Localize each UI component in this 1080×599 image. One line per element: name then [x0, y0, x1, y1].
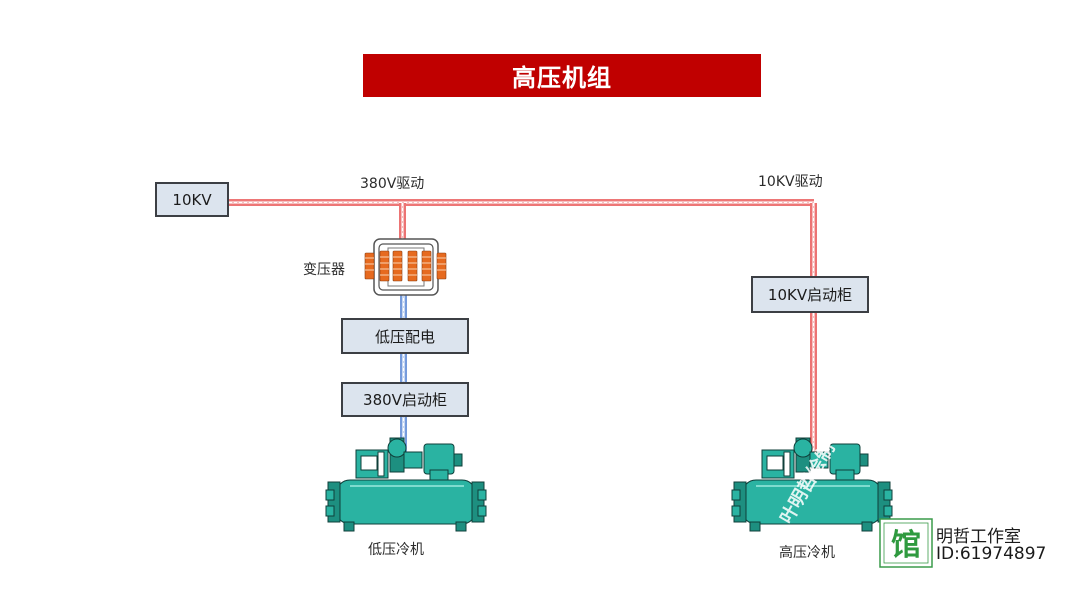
watermark-studio-name: 明哲工作室: [936, 527, 1021, 547]
high-voltage-chiller-icon: [731, 437, 893, 532]
page-title: 高压机组: [363, 54, 761, 97]
transformer-icon: [364, 238, 447, 296]
high-voltage-chiller-label: 高压冷机: [779, 545, 835, 561]
right-drive-label: 10KV驱动: [758, 174, 823, 190]
left-drive-label: 380V驱动: [360, 176, 425, 192]
low-voltage-chiller-label: 低压冷机: [368, 542, 424, 558]
10kv-starter-box: 10KV启动柜: [751, 276, 869, 313]
source-10kv-box: 10KV: [155, 182, 229, 217]
hv-bus-line: [229, 199, 814, 206]
transformer-label: 变压器: [303, 262, 345, 278]
watermark-logo-char: 馆: [891, 528, 921, 563]
watermark-studio-id: ID:61974897: [936, 544, 1047, 564]
low-voltage-distribution-box: 低压配电: [341, 318, 469, 354]
watermark-logo: 馆: [879, 518, 933, 568]
hv-drop-right: [810, 203, 817, 453]
hv-drop-to-transformer: [399, 203, 406, 239]
380v-starter-box: 380V启动柜: [341, 382, 469, 417]
low-voltage-chiller-icon: [325, 437, 487, 532]
